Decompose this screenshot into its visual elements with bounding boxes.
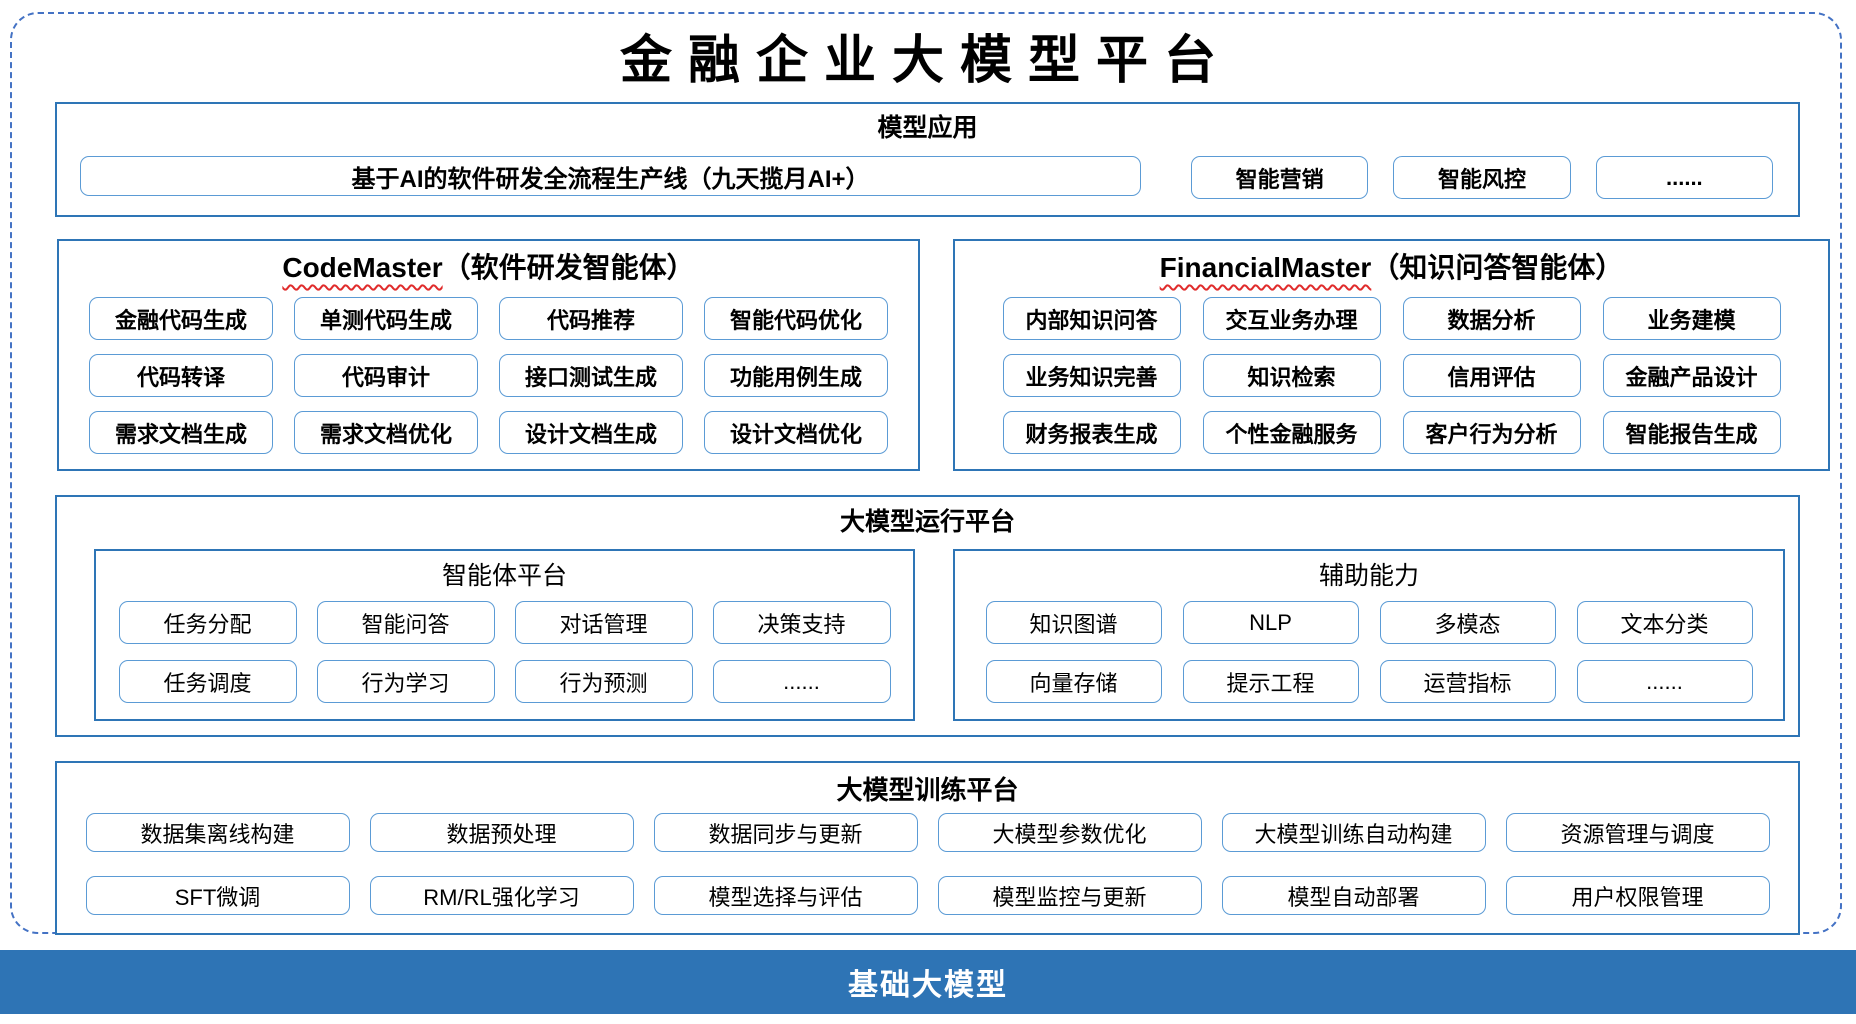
financialmaster-item-box: 知识检索	[1202, 354, 1381, 397]
model-app-item-box: ......	[1595, 156, 1774, 199]
training-item-box: 大模型训练自动构建	[1221, 813, 1486, 852]
aux-capability-item-box: 向量存储	[985, 660, 1162, 703]
financialmaster-item-box: 业务知识完善	[1002, 354, 1181, 397]
subpanel-aux-capabilities: 辅助能力 知识图谱 NLP 多模态 文本分类 向量存储 提示工程 运营指标 ..…	[953, 549, 1785, 721]
training-item-box: 模型监控与更新	[937, 876, 1202, 915]
financialmaster-item-box: 金融产品设计	[1602, 354, 1781, 397]
codemaster-name: CodeMaster	[282, 252, 443, 283]
agents-row: CodeMaster（软件研发智能体） 金融代码生成 单测代码生成 代码推荐 智…	[57, 239, 1840, 471]
training-item-box: 大模型参数优化	[937, 813, 1202, 852]
financialmaster-item-box: 智能报告生成	[1602, 411, 1781, 454]
financialmaster-item-box: 数据分析	[1402, 297, 1581, 340]
aux-capability-item-box: NLP	[1182, 601, 1359, 644]
codemaster-item-box: 接口测试生成	[499, 354, 683, 397]
section-training-platform: 大模型训练平台 数据集离线构建 数据预处理 数据同步与更新 大模型参数优化 大模…	[55, 761, 1800, 935]
agent-platform-item-box: 对话管理	[514, 601, 693, 644]
agent-platform-item-box: 决策支持	[712, 601, 891, 644]
codemaster-item-box: 需求文档优化	[294, 411, 478, 454]
training-item-box: RM/RL强化学习	[369, 876, 634, 915]
aux-capability-item-box: 多模态	[1379, 601, 1556, 644]
codemaster-item-box: 需求文档生成	[89, 411, 273, 454]
model-app-item-box: 智能风控	[1393, 156, 1571, 199]
training-item-box: 资源管理与调度	[1505, 813, 1770, 852]
aux-capabilities-grid: 知识图谱 NLP 多模态 文本分类 向量存储 提示工程 运营指标 ......	[955, 601, 1783, 703]
training-item-box: SFT微调	[85, 876, 350, 915]
aux-capability-item-box: ......	[1576, 660, 1753, 703]
agent-platform-item-box: 行为预测	[514, 660, 693, 703]
panel-codemaster-title: CodeMaster（软件研发智能体）	[59, 247, 918, 289]
section-runtime-platform: 大模型运行平台 智能体平台 任务分配 智能问答 对话管理 决策支持 任务调度 行…	[55, 495, 1800, 737]
financialmaster-item-box: 内部知识问答	[1002, 297, 1181, 340]
aux-capabilities-title: 辅助能力	[1318, 562, 1419, 590]
model-applications-row: 基于AI的软件研发全流程生产线（九天揽月AI+） 智能营销 智能风控 .....…	[80, 156, 1798, 199]
aux-capability-item-box: 知识图谱	[985, 601, 1162, 644]
agent-platform-item-box: ......	[712, 660, 891, 703]
model-app-item-box: 智能营销	[1190, 156, 1369, 199]
training-grid: 数据集离线构建 数据预处理 数据同步与更新 大模型参数优化 大模型训练自动构建 …	[57, 813, 1798, 915]
training-item-box: 数据集离线构建	[85, 813, 350, 852]
codemaster-item-box: 代码审计	[294, 354, 478, 397]
agent-platform-item-box: 任务分配	[118, 601, 297, 644]
codemaster-item-box: 设计文档生成	[499, 411, 683, 454]
financialmaster-item-box: 业务建模	[1602, 297, 1781, 340]
training-item-box: 模型自动部署	[1221, 876, 1486, 915]
codemaster-item-box: 功能用例生成	[704, 354, 888, 397]
agent-platform-item-box: 行为学习	[316, 660, 495, 703]
agent-platform-title: 智能体平台	[441, 562, 567, 590]
financialmaster-item-box: 财务报表生成	[1002, 411, 1181, 454]
section-training-title: 大模型训练平台	[836, 775, 1019, 805]
section-runtime-title: 大模型运行平台	[839, 508, 1015, 536]
aux-capability-item-box: 运营指标	[1379, 660, 1556, 703]
financialmaster-name: FinancialMaster	[1159, 252, 1372, 283]
runtime-subpanels-row: 智能体平台 任务分配 智能问答 对话管理 决策支持 任务调度 行为学习 行为预测…	[94, 549, 1798, 721]
agent-platform-item-box: 任务调度	[118, 660, 297, 703]
section-model-applications: 模型应用 基于AI的软件研发全流程生产线（九天揽月AI+） 智能营销 智能风控 …	[55, 102, 1800, 217]
codemaster-grid: 金融代码生成 单测代码生成 代码推荐 智能代码优化 代码转译 代码审计 接口测试…	[59, 297, 918, 454]
codemaster-item-box: 设计文档优化	[704, 411, 888, 454]
training-item-box: 模型选择与评估	[653, 876, 918, 915]
page-title: 金融企业大模型平台	[619, 30, 1232, 91]
aux-capability-item-box: 提示工程	[1182, 660, 1359, 703]
training-item-box: 用户权限管理	[1505, 876, 1770, 915]
codemaster-item-box: 智能代码优化	[704, 297, 888, 340]
financialmaster-grid: 内部知识问答 交互业务办理 数据分析 业务建模 业务知识完善 知识检索 信用评估…	[955, 297, 1828, 454]
codemaster-subtitle: （软件研发智能体）	[442, 252, 695, 283]
ai-pipeline-box: 基于AI的软件研发全流程生产线（九天揽月AI+）	[80, 156, 1141, 196]
section-model-applications-title: 模型应用	[877, 114, 978, 142]
training-item-box: 数据同步与更新	[653, 813, 918, 852]
agent-platform-grid: 任务分配 智能问答 对话管理 决策支持 任务调度 行为学习 行为预测 .....…	[96, 601, 913, 703]
foundation-model-label: 基础大模型	[848, 969, 1008, 1002]
financialmaster-item-box: 客户行为分析	[1402, 411, 1581, 454]
financialmaster-item-box: 信用评估	[1402, 354, 1581, 397]
financialmaster-item-box: 个性金融服务	[1202, 411, 1381, 454]
codemaster-item-box: 代码转译	[89, 354, 273, 397]
training-item-box: 数据预处理	[369, 813, 634, 852]
panel-financialmaster: FinancialMaster（知识问答智能体） 内部知识问答 交互业务办理 数…	[953, 239, 1830, 471]
codemaster-item-box: 金融代码生成	[89, 297, 273, 340]
financialmaster-subtitle: （知识问答智能体）	[1371, 252, 1624, 283]
foundation-model-bar: 基础大模型	[0, 950, 1856, 1014]
agent-platform-item-box: 智能问答	[316, 601, 495, 644]
aux-capability-item-box: 文本分类	[1576, 601, 1753, 644]
codemaster-item-box: 代码推荐	[499, 297, 683, 340]
panel-financialmaster-title: FinancialMaster（知识问答智能体）	[955, 247, 1828, 289]
subpanel-agent-platform: 智能体平台 任务分配 智能问答 对话管理 决策支持 任务调度 行为学习 行为预测…	[94, 549, 915, 721]
panel-codemaster: CodeMaster（软件研发智能体） 金融代码生成 单测代码生成 代码推荐 智…	[57, 239, 920, 471]
outer-dashed-frame: 金融企业大模型平台 模型应用 基于AI的软件研发全流程生产线（九天揽月AI+） …	[10, 12, 1842, 935]
financialmaster-item-box: 交互业务办理	[1202, 297, 1381, 340]
codemaster-item-box: 单测代码生成	[294, 297, 478, 340]
